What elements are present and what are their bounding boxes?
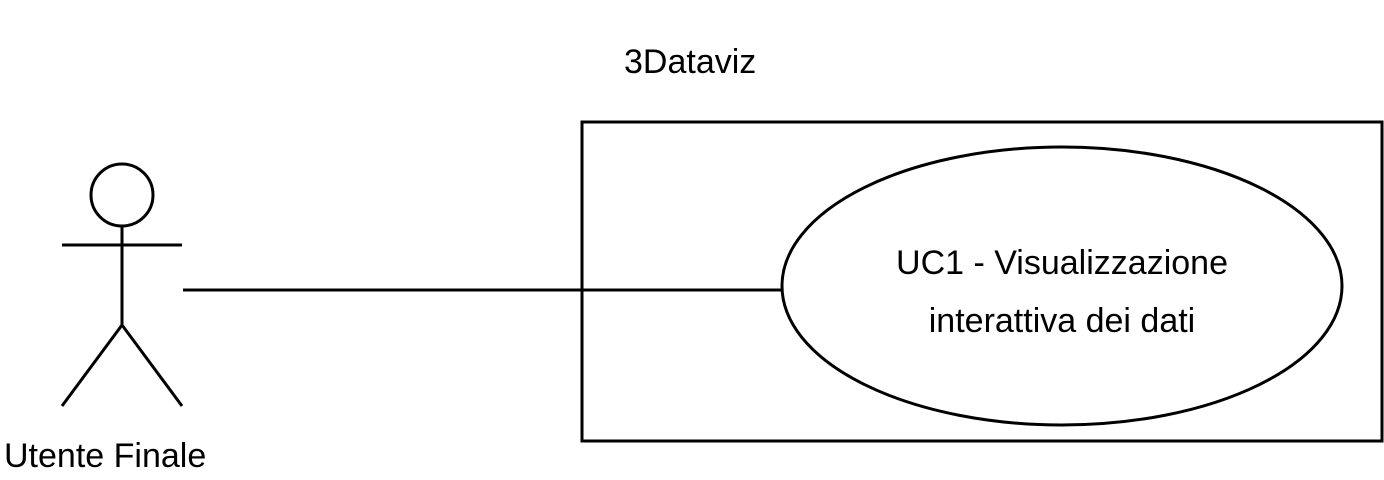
actor-left-leg: [60, 324, 124, 407]
use-case-ellipse: [780, 145, 1344, 427]
system-title: 3Dataviz: [624, 43, 757, 81]
use-case-label-line-1: UC1 - Visualizzazione: [896, 244, 1228, 282]
actor-head: [89, 162, 155, 228]
actor-figure: [60, 162, 184, 407]
use-case-label-line-2: interattiva dei dati: [928, 302, 1196, 340]
use-case-label: UC1 - Visualizzazione interattiva dei da…: [782, 234, 1342, 350]
system-boundary: [580, 120, 1384, 443]
actor-label: Utente Finale: [4, 437, 207, 475]
actor-right-leg: [120, 324, 184, 407]
